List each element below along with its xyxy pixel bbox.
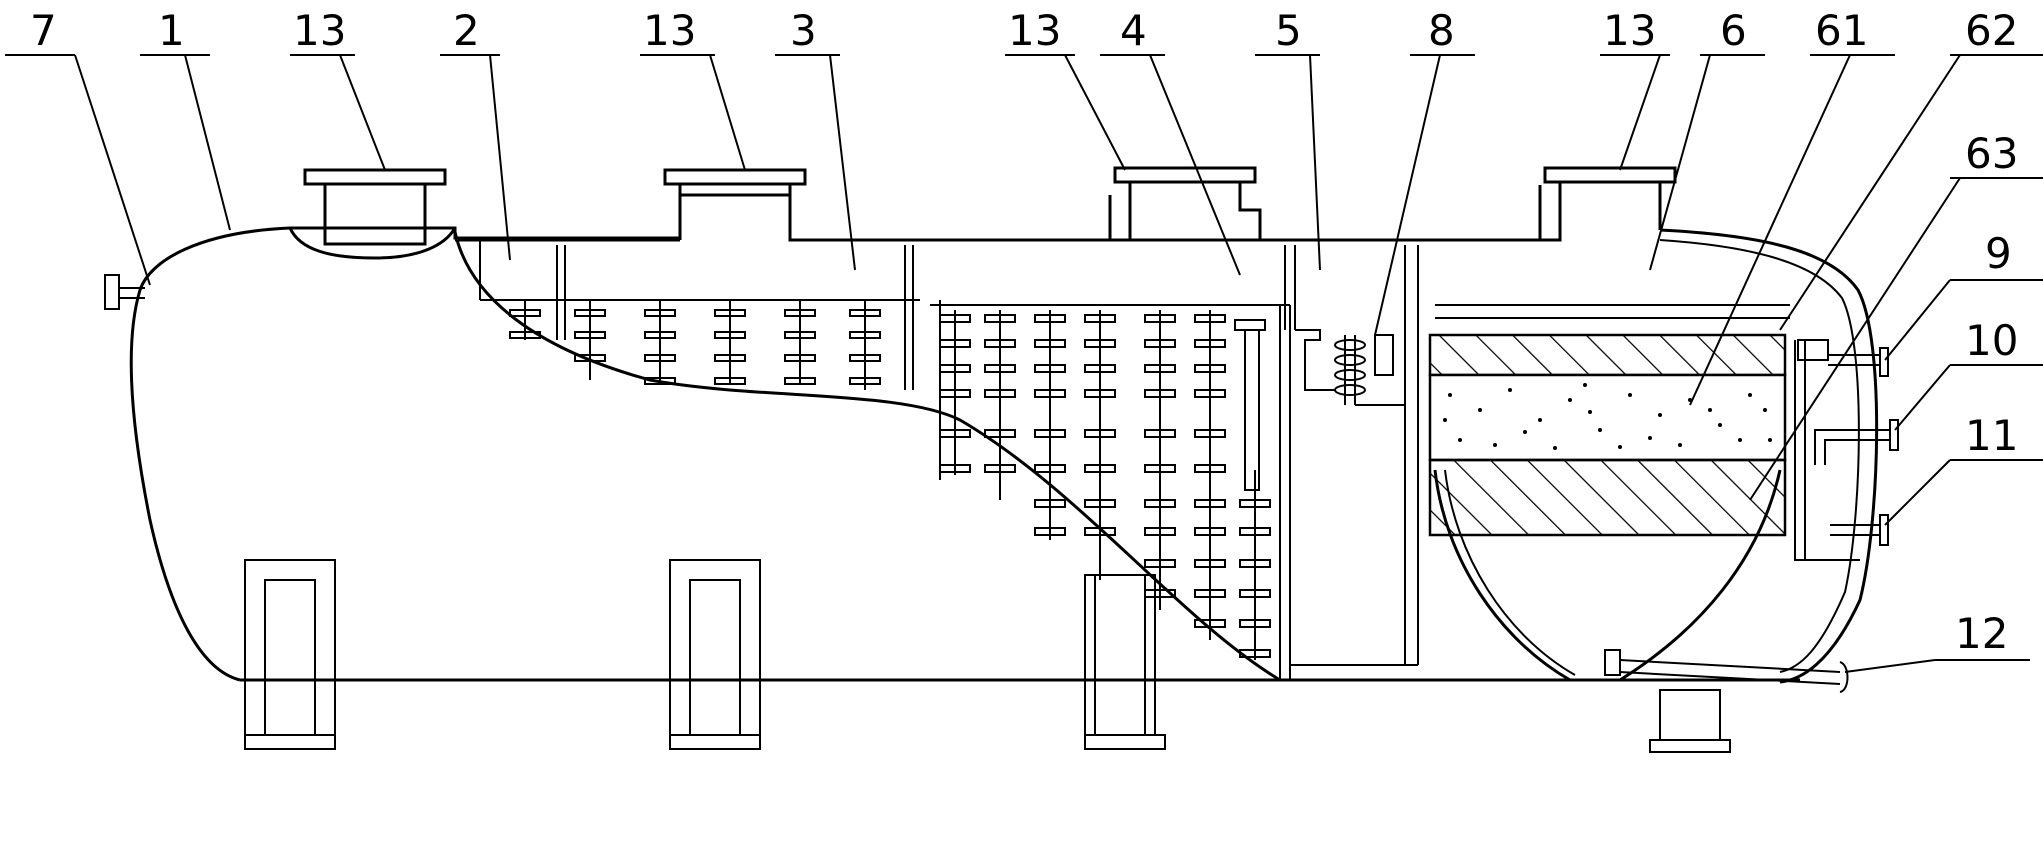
left-nozzle-7	[104, 274, 145, 310]
label-61: 61	[1815, 6, 1868, 55]
label-5: 5	[1275, 6, 1302, 55]
label-13d: 13	[1603, 6, 1656, 55]
label-1: 1	[158, 6, 185, 55]
label-8: 8	[1428, 6, 1455, 55]
label-3: 3	[790, 6, 817, 55]
chamber-5	[1284, 245, 1419, 666]
label-6: 6	[1720, 6, 1747, 55]
top-nozzle-1	[288, 168, 457, 260]
label-11: 11	[1965, 411, 2018, 460]
label-2: 2	[453, 6, 480, 55]
chamber-2-3-internals	[479, 240, 920, 390]
side-pipes	[1794, 339, 1899, 561]
hatched-layer-63	[1428, 458, 1787, 537]
label-13c: 13	[1008, 6, 1061, 55]
hatched-layer-62	[1428, 333, 1787, 377]
saddle-supports	[244, 559, 1166, 750]
label-12: 12	[1955, 609, 2008, 658]
sand-layer-61	[1428, 373, 1787, 462]
chamber-6-filter	[1428, 304, 1790, 682]
coil-8	[1334, 334, 1405, 406]
cutaway-edge	[453, 231, 1281, 682]
label-4: 4	[1120, 6, 1147, 55]
label-9: 9	[1985, 229, 2012, 278]
top-nozzle-2	[663, 168, 807, 240]
callout-labels: 7 1 13 2 13 3 13 4 5 8 13 6 61 62 63 9 1…	[30, 6, 2018, 658]
label-10: 10	[1965, 316, 2018, 365]
sand-dots	[1443, 383, 1772, 450]
label-13b: 13	[643, 6, 696, 55]
top-nozzle-4	[1540, 166, 1677, 242]
label-13a: 13	[293, 6, 346, 55]
label-62: 62	[1965, 6, 2018, 55]
top-nozzle-3	[1110, 166, 1262, 242]
leader-lines	[5, 54, 2043, 673]
chamber-4-internals	[930, 300, 1291, 680]
bottom-pipe-12	[1604, 649, 1849, 753]
label-63: 63	[1965, 129, 2018, 178]
label-7: 7	[30, 6, 57, 55]
